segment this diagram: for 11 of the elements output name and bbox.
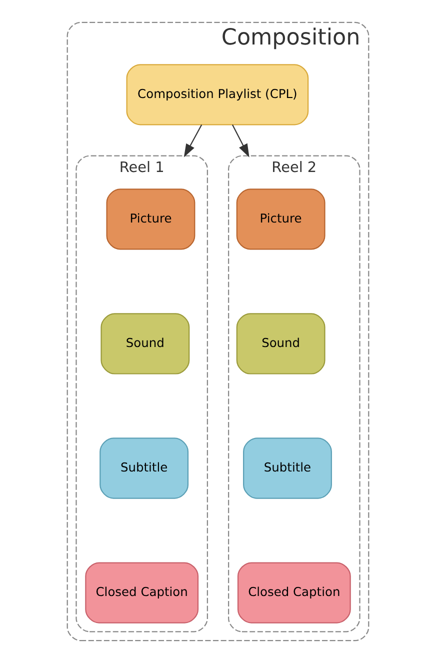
node-box: Composition Playlist (CPL) [126, 64, 308, 125]
arrow [231, 124, 249, 157]
node-box: Closed Caption [84, 562, 198, 623]
node-box: Sound [236, 312, 325, 374]
node-box: Picture [236, 188, 325, 250]
node-box: Subtitle [99, 437, 188, 498]
arrow [183, 124, 202, 157]
node-box: Closed Caption [236, 562, 350, 623]
node-box: Sound [100, 312, 190, 374]
node-box: Picture [106, 188, 195, 250]
node-box: Subtitle [242, 437, 332, 498]
